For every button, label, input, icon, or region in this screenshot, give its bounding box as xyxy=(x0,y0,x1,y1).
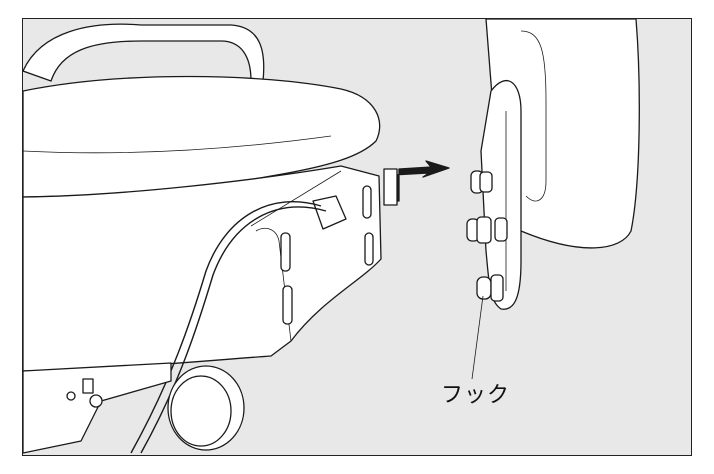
wheelchair-seat-illustration xyxy=(23,19,640,454)
cable xyxy=(130,201,322,454)
seat-base xyxy=(23,165,382,372)
hook xyxy=(470,170,493,194)
callout-leader xyxy=(471,295,484,380)
hook-callout-label: フック xyxy=(441,383,511,408)
armrest-pad xyxy=(485,19,640,249)
slot xyxy=(280,232,291,272)
slot xyxy=(282,285,293,325)
hook xyxy=(476,274,504,302)
connector xyxy=(312,195,347,230)
hook xyxy=(466,216,508,244)
backrest-handle xyxy=(23,23,265,82)
slot xyxy=(364,232,374,266)
illustration-frame xyxy=(22,18,692,456)
slot xyxy=(362,185,372,219)
